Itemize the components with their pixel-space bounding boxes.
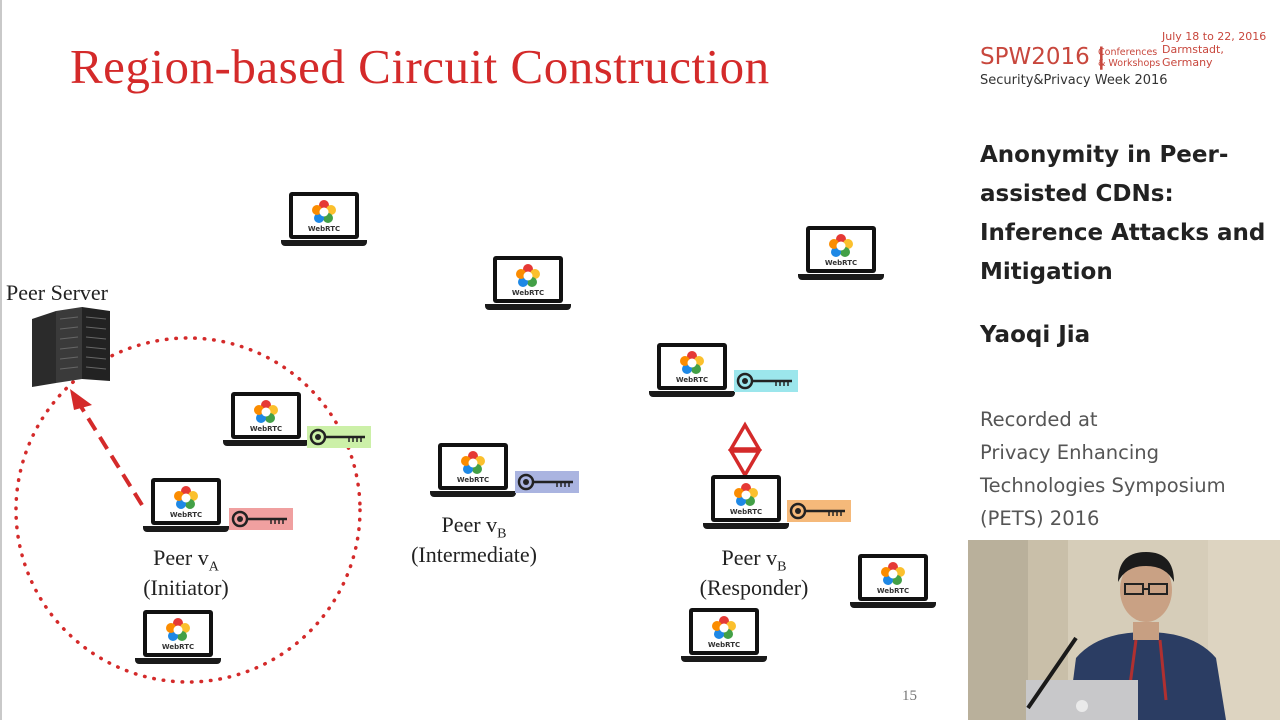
webrtc-logo-icon bbox=[734, 483, 758, 507]
webrtc-label: WebRTC bbox=[293, 225, 355, 233]
webrtc-peer-laptop: WebRTC bbox=[485, 256, 571, 312]
peer-server-label: Peer Server bbox=[6, 280, 108, 306]
key-icon-green bbox=[307, 426, 371, 448]
initiator-peer-laptop: WebRTC bbox=[143, 478, 229, 534]
webrtc-logo-icon bbox=[166, 618, 190, 642]
arrow-head bbox=[70, 389, 92, 410]
initiator-label: Peer vA (Initiator) bbox=[130, 545, 242, 601]
webrtc-label: WebRTC bbox=[862, 587, 924, 595]
webrtc-peer-laptop: WebRTC bbox=[281, 192, 367, 248]
conference-subtitle: Conferences & Workshops bbox=[1098, 47, 1160, 69]
webrtc-logo-icon bbox=[712, 616, 736, 640]
speaker-name: Yaoqi Jia bbox=[980, 322, 1090, 348]
responder-label: Peer vB (Responder) bbox=[682, 545, 826, 601]
webrtc-logo-icon bbox=[516, 264, 540, 288]
webrtc-label: WebRTC bbox=[442, 476, 504, 484]
webrtc-peer-laptop: WebRTC bbox=[681, 608, 767, 664]
webrtc-label: WebRTC bbox=[715, 508, 777, 516]
slide-page-number: 15 bbox=[902, 688, 917, 705]
webrtc-logo-icon bbox=[461, 451, 485, 475]
recording-info: Recorded at Privacy Enhancing Technologi… bbox=[980, 403, 1226, 535]
webrtc-logo-icon bbox=[312, 200, 336, 224]
link-arrow-down bbox=[731, 451, 759, 475]
intermediate-peer-laptop: WebRTC bbox=[430, 443, 516, 499]
key-icon-purple bbox=[515, 471, 579, 493]
webrtc-label: WebRTC bbox=[155, 511, 217, 519]
webrtc-logo-icon bbox=[254, 400, 278, 424]
webrtc-peer-laptop: WebRTC bbox=[798, 226, 884, 282]
event-week: Security&Privacy Week 2016 bbox=[980, 73, 1168, 88]
webrtc-label: WebRTC bbox=[810, 259, 872, 267]
webrtc-label: WebRTC bbox=[147, 643, 209, 651]
event-date-location: July 18 to 22, 2016 Darmstadt, Germany bbox=[1162, 30, 1266, 69]
talk-title: Anonymity in Peer-assisted CDNs: Inferen… bbox=[980, 136, 1270, 292]
webrtc-label: WebRTC bbox=[693, 641, 755, 649]
webrtc-label: WebRTC bbox=[661, 376, 723, 384]
webrtc-logo-icon bbox=[829, 234, 853, 258]
peer-server-icon bbox=[30, 305, 112, 387]
webrtc-label: WebRTC bbox=[235, 425, 297, 433]
key-icon-red bbox=[229, 508, 293, 530]
webrtc-logo-icon bbox=[680, 351, 704, 375]
speaker-video-image bbox=[968, 540, 1280, 720]
key-icon-orange bbox=[787, 500, 851, 522]
webrtc-peer-laptop: WebRTC bbox=[135, 610, 221, 666]
link-arrow-up bbox=[731, 425, 759, 449]
responder-peer-laptop: WebRTC bbox=[703, 475, 789, 531]
intermediate-label: Peer vB (Intermediate) bbox=[392, 512, 556, 568]
conference-sidebar: July 18 to 22, 2016 Darmstadt, Germany S… bbox=[968, 0, 1280, 720]
webrtc-peer-laptop: WebRTC bbox=[850, 554, 936, 610]
webrtc-label: WebRTC bbox=[497, 289, 559, 297]
key-icon-cyan bbox=[734, 370, 798, 392]
webrtc-peer-laptop: WebRTC bbox=[223, 392, 309, 448]
speaker-video-feed bbox=[968, 540, 1280, 720]
connection-arrow-line bbox=[80, 405, 142, 505]
webrtc-logo-icon bbox=[174, 486, 198, 510]
presentation-slide: Region-based Circuit Construction Peer S… bbox=[0, 0, 968, 720]
webrtc-logo-icon bbox=[881, 562, 905, 586]
webrtc-peer-laptop: WebRTC bbox=[649, 343, 735, 399]
event-logo-text: SPW2016 | bbox=[980, 44, 1105, 70]
